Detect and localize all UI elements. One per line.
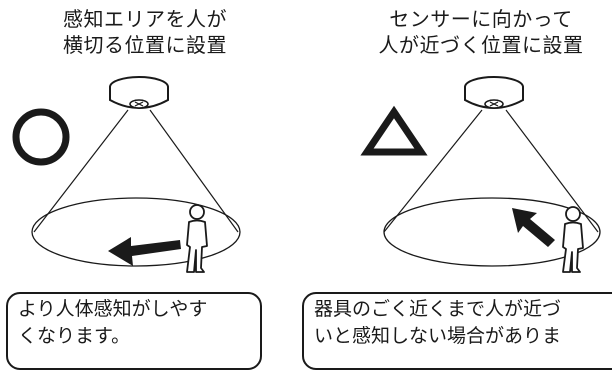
good-rating-circle-icon (12, 108, 70, 166)
right-title-line-2: 人が近づく位置に設置 (378, 33, 584, 57)
walking-person-icon (562, 206, 584, 273)
ceiling-sensor-icon (464, 76, 524, 109)
ceiling-sensor-icon (109, 76, 169, 109)
right-callout-line-2: いと感知しない場合がありま (314, 325, 562, 347)
walking-person-icon (186, 204, 208, 273)
fair-rating-triangle-icon (360, 105, 428, 156)
right-title-line-1: センサーに向かって (389, 7, 573, 31)
left-panel-title: 感知エリアを人が 横切る位置に設置 (10, 6, 280, 58)
left-callout-line-1: より人体感知がしやす (18, 298, 208, 320)
left-callout-line-2: くなります。 (18, 325, 131, 347)
left-callout-box: より人体感知がしやす くなります。 (6, 292, 262, 370)
movement-arrow-left-icon (108, 237, 181, 266)
right-callout-line-1: 器具のごく近くまで人が近づ (314, 298, 562, 320)
left-title-line-2: 横切る位置に設置 (63, 33, 227, 57)
right-detection-area (383, 109, 601, 267)
left-detection-area (31, 109, 241, 267)
movement-arrow-toward-sensor-icon (512, 208, 555, 247)
right-callout-box: 器具のごく近くまで人が近づ いと感知しない場合がありま (302, 292, 612, 370)
left-title-line-1: 感知エリアを人が (63, 7, 227, 31)
right-panel-title: センサーに向かって 人が近づく位置に設置 (340, 6, 612, 58)
